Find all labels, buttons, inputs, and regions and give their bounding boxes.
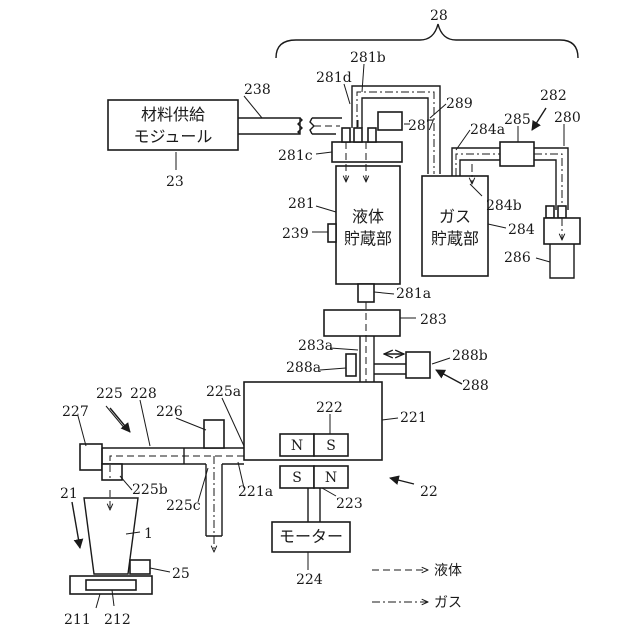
label-224: 224 <box>296 572 323 588</box>
label-238: 238 <box>244 82 271 98</box>
sensor-239 <box>328 224 336 242</box>
label-281: 281 <box>288 196 315 212</box>
label-225: 225 <box>96 386 123 402</box>
pole-n-lower: N <box>325 470 337 486</box>
label-221a: 221a <box>238 484 273 500</box>
label-21: 21 <box>60 486 78 502</box>
plate-212 <box>86 580 136 590</box>
actuator-288 <box>374 352 430 378</box>
label-284a: 284a <box>470 122 505 138</box>
label-28: 28 <box>430 8 448 24</box>
magnet-222: N S <box>280 434 348 456</box>
label-227: 227 <box>62 404 89 420</box>
label-281c: 281c <box>278 148 313 164</box>
label-225b: 225b <box>132 482 168 498</box>
label-239: 239 <box>282 226 309 242</box>
group-brace-28 <box>276 24 578 58</box>
label-212: 212 <box>104 612 131 628</box>
label-281b: 281b <box>350 50 386 66</box>
label-283: 283 <box>420 312 447 328</box>
label-25: 25 <box>172 566 190 582</box>
label-22: 22 <box>420 484 438 500</box>
label-287: 287 <box>408 118 435 134</box>
label-284b: 284b <box>486 198 522 214</box>
label-225a: 225a <box>206 384 241 400</box>
label-285: 285 <box>504 112 531 128</box>
liquid-storage-line1: 液体 <box>352 207 384 226</box>
label-225c: 225c <box>166 498 201 514</box>
motor-label: モーター <box>279 527 343 546</box>
label-221: 221 <box>400 410 427 426</box>
gas-line-280 <box>534 148 568 212</box>
gas-storage-tank <box>422 176 488 276</box>
liquid-storage-line2: 貯蔵部 <box>344 229 392 248</box>
label-288: 288 <box>462 378 489 394</box>
gas-storage-line2: 貯蔵部 <box>431 229 479 248</box>
valve-287 <box>378 112 402 130</box>
supply-pipe-238 <box>238 118 342 134</box>
legend: 液体 ガス <box>372 563 462 611</box>
label-228: 228 <box>130 386 157 402</box>
label-226: 226 <box>156 404 183 420</box>
junction-225b <box>102 464 122 480</box>
outlet-281a <box>358 284 374 302</box>
pole-s-upper: S <box>326 438 336 454</box>
material-module-line1: 材料供給 <box>141 105 205 124</box>
block-283 <box>324 310 400 336</box>
label-281a: 281a <box>396 286 431 302</box>
label-283a: 283a <box>298 338 333 354</box>
label-23: 23 <box>166 174 184 190</box>
junction-285 <box>500 142 534 166</box>
magnet-223: S N <box>280 466 348 488</box>
liquid-storage-cap-281c <box>332 112 402 162</box>
label-288a: 288a <box>286 360 321 376</box>
label-288b: 288b <box>452 348 488 364</box>
legend-gas: ガス <box>434 595 462 611</box>
label-282: 282 <box>540 88 567 104</box>
stopper-288a <box>346 354 356 376</box>
label-284: 284 <box>508 222 535 238</box>
hopper-21 <box>70 498 152 594</box>
cartridge-286 <box>544 206 580 278</box>
label-281d: 281d <box>316 70 352 86</box>
label-211: 211 <box>64 612 91 628</box>
label-223: 223 <box>336 496 363 512</box>
label-1: 1 <box>144 526 153 542</box>
gas-storage-line1: ガス <box>439 207 471 226</box>
label-280: 280 <box>554 110 581 126</box>
pole-s-lower: S <box>292 470 302 486</box>
legend-liquid: 液体 <box>434 563 462 579</box>
material-module-line2: モジュール <box>134 127 213 146</box>
label-286: 286 <box>504 250 531 266</box>
valve-226 <box>204 420 224 448</box>
label-222: 222 <box>316 400 343 416</box>
label-289: 289 <box>446 96 473 112</box>
pole-n-upper: N <box>291 438 303 454</box>
